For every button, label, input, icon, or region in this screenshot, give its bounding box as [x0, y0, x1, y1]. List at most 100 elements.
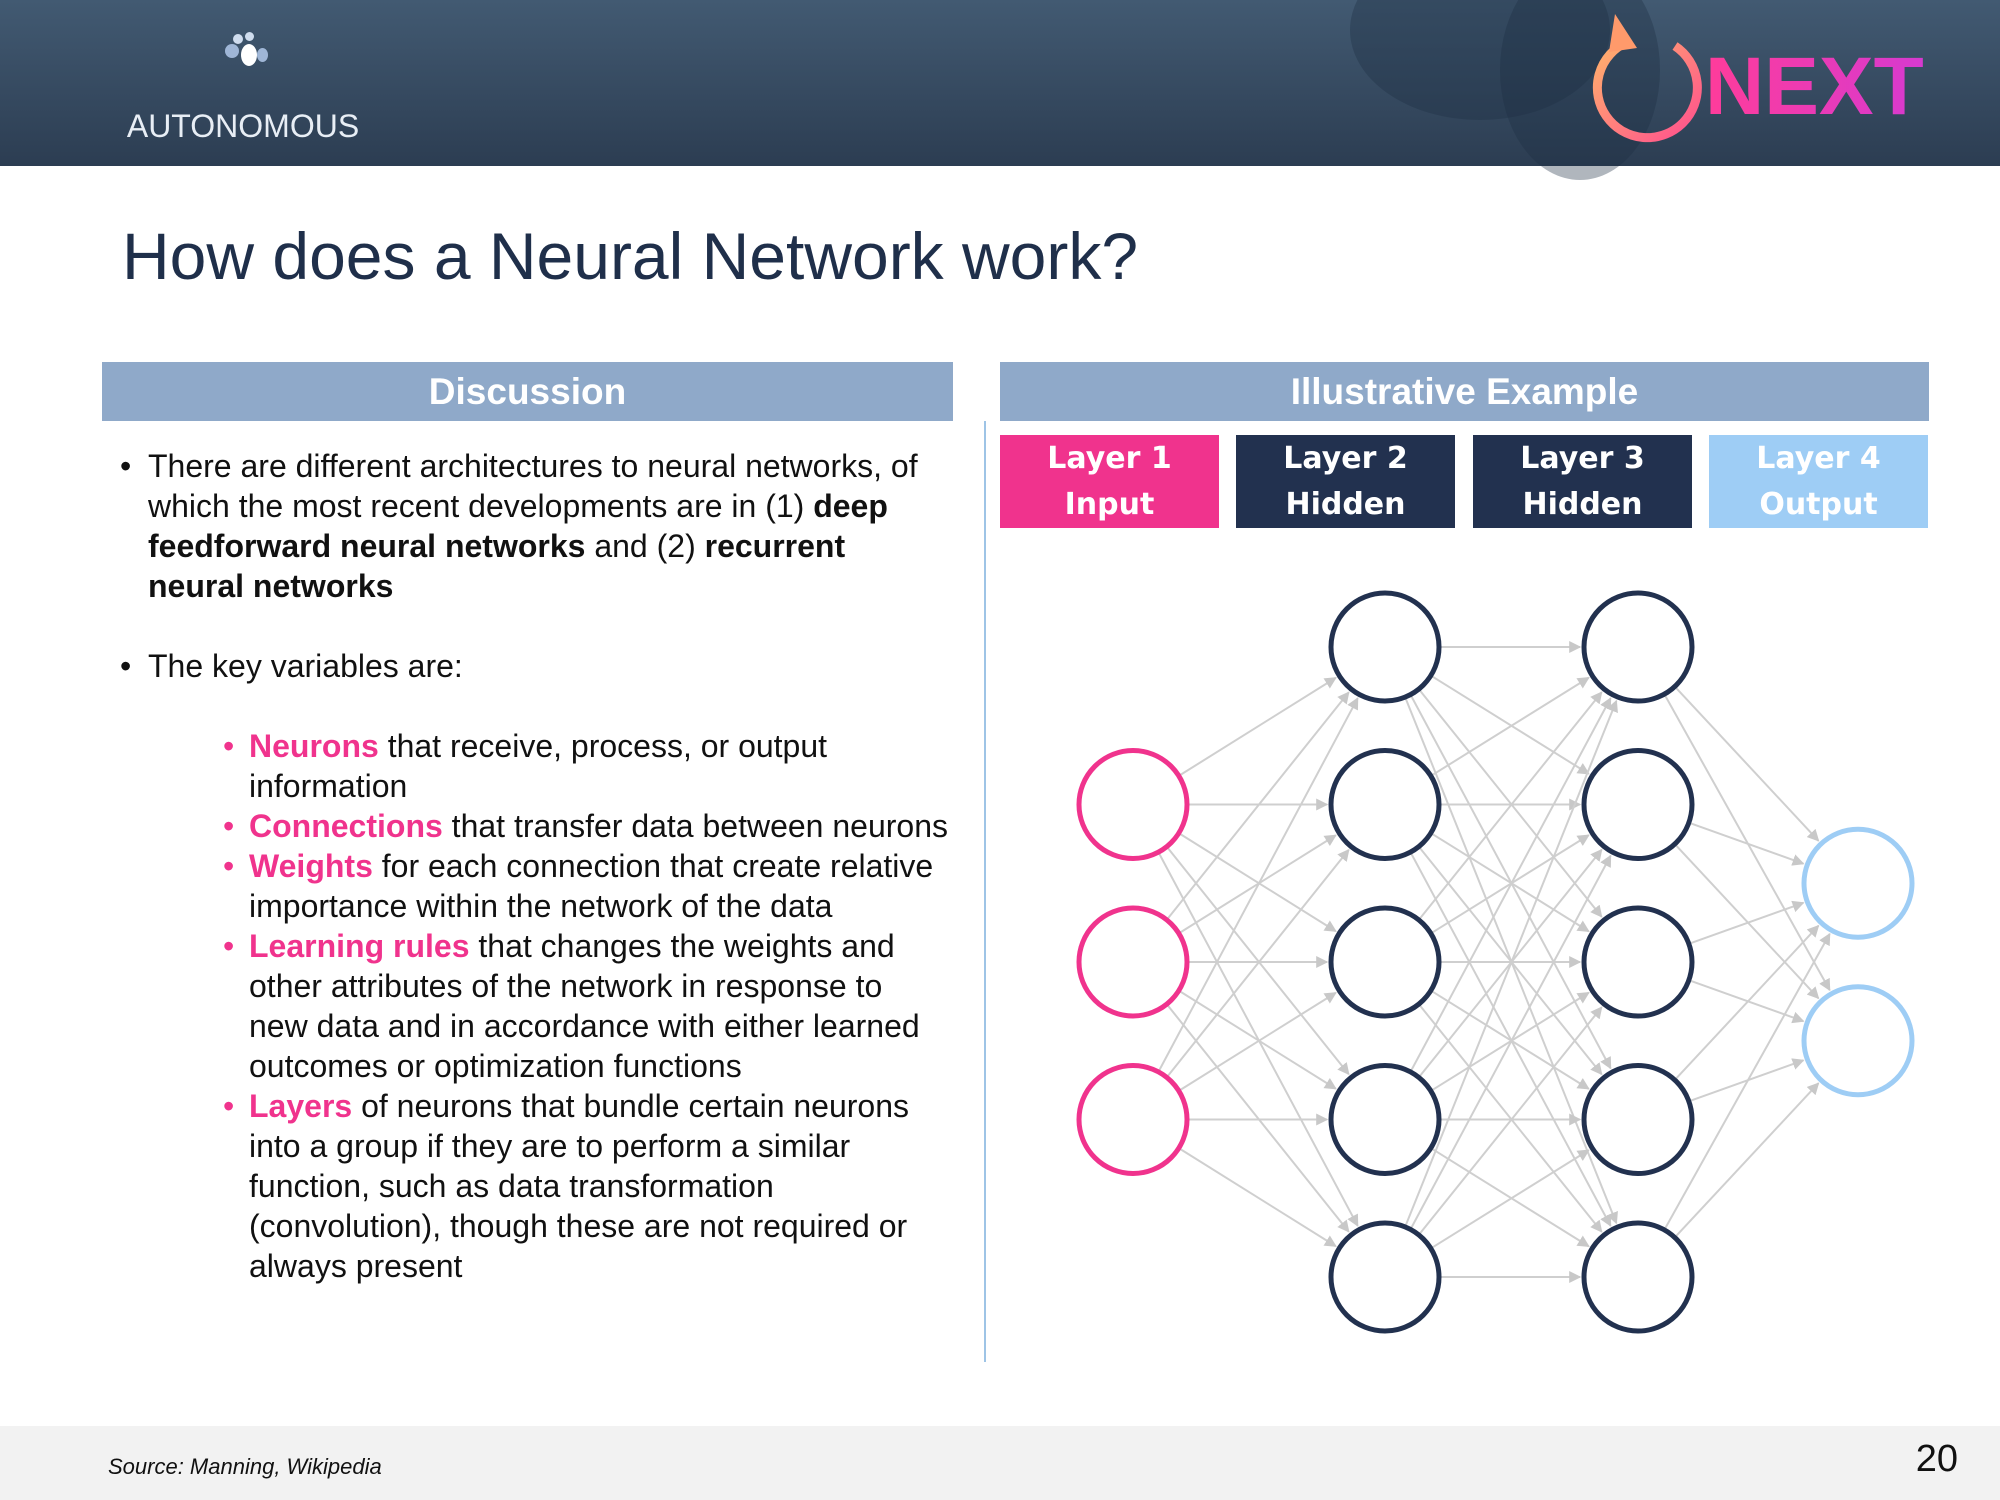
connection-arrow	[1165, 1003, 1350, 1233]
connection-arrow	[1178, 832, 1337, 933]
connection-arrow	[1674, 924, 1820, 1081]
connection-arrow	[1157, 697, 1359, 1073]
refresh-circle-icon	[1592, 14, 1702, 143]
logo-dots-icon	[213, 30, 273, 80]
connection-arrow	[1663, 932, 1831, 1231]
connection-arrow	[1165, 846, 1350, 1076]
connection-arrow	[1409, 697, 1612, 1073]
variable-text: of neurons that bundle certain neurons i…	[249, 1088, 910, 1284]
neuron-layer-3	[1581, 1220, 1695, 1334]
bullet-key-variables: •The key variables are:	[120, 648, 463, 684]
neuron-layer-1	[1076, 1063, 1190, 1176]
header-banner: AUTONOMOUS NEXT	[0, 0, 2000, 180]
connection-arrow	[1418, 845, 1603, 1076]
layer-name: Layer 3	[1520, 440, 1645, 476]
neuron-layer-3	[1581, 748, 1695, 861]
neuron-layer-4	[1801, 984, 1915, 1098]
neuron-layer-2	[1328, 1063, 1442, 1176]
list-item: •Neurons that receive, process, or outpu…	[223, 728, 828, 804]
bullet-architectures: •There are different architectures to ne…	[120, 448, 918, 604]
layer-4-label: Layer 4 Output	[1709, 435, 1928, 528]
connection-arrow	[1178, 991, 1337, 1092]
connection-arrow	[1688, 821, 1805, 866]
connection-arrow	[1430, 1149, 1590, 1250]
list-item: •Layers of neurons that bundle certain n…	[223, 1088, 910, 1284]
connection-arrow	[1418, 691, 1603, 921]
page-title: How does a Neural Network work?	[122, 219, 1139, 293]
layer-3-label: Layer 3 Hidden	[1473, 435, 1692, 528]
neuron-layer-3	[1581, 1063, 1695, 1176]
discussion-heading: Discussion	[102, 362, 953, 421]
connection-arrow	[1663, 693, 1831, 992]
neuron-layer-2	[1328, 590, 1442, 704]
variable-term: Weights	[249, 848, 373, 884]
connection-arrow	[1688, 900, 1805, 945]
discussion-body: •There are different architectures to ne…	[120, 446, 948, 1286]
connection-arrow	[1688, 1058, 1805, 1103]
source-note: Source: Manning, Wikipedia	[108, 1454, 382, 1479]
column-divider	[984, 421, 986, 1362]
connection-arrow	[1404, 699, 1618, 1228]
variable-term: Connections	[249, 808, 443, 844]
connection-arrow	[1674, 685, 1820, 842]
layer-name: Layer 2	[1283, 440, 1408, 476]
next-logo: NEXT	[1575, 12, 1924, 152]
bullet-bold: deep feedforward neural networks	[148, 488, 888, 564]
connection-arrow	[1418, 1003, 1603, 1233]
connection-arrow	[1430, 674, 1590, 775]
connection-arrow	[1165, 691, 1350, 921]
layer-role: Hidden	[1285, 486, 1406, 522]
layer-name: Layer 1	[1047, 440, 1172, 476]
neuron-layer-1	[1076, 748, 1190, 861]
variable-text: for each connection that create relative…	[249, 848, 934, 924]
connection-arrow	[1418, 688, 1603, 918]
autonomous-logo-text: AUTONOMOUS	[126, 108, 360, 144]
neuron-layer-2	[1328, 905, 1442, 1019]
bullet-text: The key variables are:	[148, 648, 463, 684]
connection-arrow	[1430, 832, 1590, 933]
example-heading: Illustrative Example	[1000, 362, 1929, 421]
connection-arrow	[1409, 854, 1612, 1230]
connection-arrow	[1688, 979, 1805, 1024]
decorative-shape	[1500, 0, 1660, 180]
connection-arrow	[1430, 676, 1590, 777]
connection-arrow	[1674, 843, 1820, 1000]
list-item: •Learning rules that changes the weights…	[223, 928, 920, 1084]
bullet-text: There are different architectures to neu…	[148, 448, 918, 524]
connection-arrow	[1178, 1147, 1337, 1248]
footer: Source: Manning, Wikipedia 20	[0, 1426, 2000, 1500]
connection-arrow	[1418, 1006, 1603, 1236]
neuron-layer-3	[1581, 590, 1695, 704]
connection-arrow	[1178, 989, 1337, 1090]
neuron-layer-1	[1076, 905, 1190, 1019]
connection-arrow	[1165, 848, 1350, 1078]
connection-arrow	[1178, 676, 1337, 777]
list-item: •Connections that transfer data between …	[223, 808, 948, 844]
list-item: •Weights for each connection that create…	[223, 848, 934, 924]
variable-text: that transfer data between neurons	[442, 808, 948, 844]
variable-text: that receive, process, or output informa…	[249, 728, 828, 804]
neuron-layer-2	[1328, 1220, 1442, 1334]
layer-role: Output	[1759, 486, 1878, 522]
neuron-layer-4	[1801, 826, 1915, 940]
neuron-layer-2	[1328, 748, 1442, 861]
neuron-layer-3	[1581, 905, 1695, 1019]
layer-2-label: Layer 2 Hidden	[1236, 435, 1455, 528]
connection-arrow	[1430, 989, 1590, 1090]
page-number: 20	[1915, 1438, 1958, 1480]
layer-name: Layer 4	[1756, 440, 1881, 476]
bullet-text: and (2)	[585, 528, 705, 564]
connection-arrow	[1430, 1147, 1590, 1248]
autonomous-logo: AUTONOMOUS	[118, 30, 368, 145]
variable-term: Learning rules	[249, 928, 470, 964]
variables-list: •Neurons that receive, process, or outpu…	[223, 726, 948, 1286]
next-logo-text: NEXT	[1705, 41, 1924, 132]
bullet-bold: recurrent neural networks	[148, 528, 846, 604]
layer-role: Hidden	[1522, 486, 1643, 522]
variable-term: Layers	[249, 1088, 353, 1124]
variable-text: that changes the weights and other attri…	[249, 928, 920, 1084]
layer-role: Input	[1064, 486, 1155, 522]
layer-1-label: Layer 1 Input	[1000, 435, 1219, 528]
